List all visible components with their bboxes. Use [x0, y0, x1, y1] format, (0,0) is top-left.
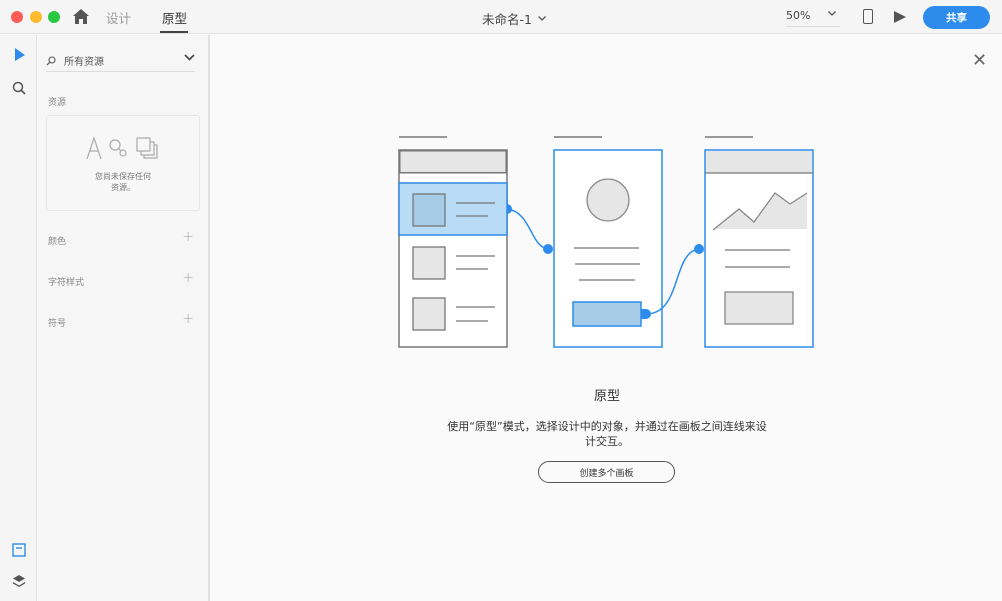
- tab-design[interactable]: 设计: [106, 11, 132, 26]
- empty-assets-message: 您尚未保存任何 资源。: [47, 171, 199, 193]
- chevron-down-icon: [538, 16, 546, 21]
- assets-filter-label: 所有资源: [64, 57, 104, 68]
- device-preview-icon[interactable]: [863, 9, 873, 24]
- asset-types-icon: [86, 136, 158, 160]
- character-styles-section-label: 字符样式: [48, 278, 85, 288]
- home-icon[interactable]: [73, 9, 89, 24]
- document-title: 未命名-1: [482, 12, 532, 27]
- search-icon: [46, 55, 56, 65]
- colors-section-label: 颜色: [48, 237, 67, 247]
- artboard-icon[interactable]: [11, 542, 27, 558]
- zoom-level-value: 50%: [786, 9, 811, 22]
- window-minimize-button[interactable]: [30, 11, 42, 23]
- share-button[interactable]: 共享: [923, 6, 990, 29]
- prototype-description: 使用“原型”模式，选择设计中的对象，并通过在画板之间连线来设计交互。: [447, 420, 767, 448]
- assets-section-label: 资源: [48, 98, 67, 108]
- chevron-down-icon: [828, 11, 836, 16]
- symbols-section-label: 符号: [48, 319, 67, 329]
- add-character-style-plus-icon[interactable]: +: [182, 270, 194, 286]
- document-title-dropdown[interactable]: 未命名-1: [482, 9, 546, 28]
- prototype-canvas: ✕ 原型 使用“原型”模式，选择设计: [212, 35, 1002, 601]
- title-bar: 设计 原型 未命名-1 50% 共享: [0, 0, 1002, 34]
- zoom-search-icon[interactable]: [11, 80, 27, 96]
- create-artboards-button[interactable]: 创建多个画板: [538, 461, 675, 483]
- zoom-level-select[interactable]: 50%: [786, 9, 840, 27]
- window-maximize-button[interactable]: [48, 11, 60, 23]
- assets-panel: 所有资源 资源 您尚未保存任何 资源。 颜色 + 字符样式 + 符号 +: [38, 35, 210, 601]
- tool-bar: [0, 35, 37, 601]
- add-color-plus-icon[interactable]: +: [182, 229, 194, 245]
- add-symbol-plus-icon[interactable]: +: [182, 311, 194, 327]
- empty-message-line1: 您尚未保存任何: [95, 172, 151, 181]
- prototype-illustration: [398, 136, 814, 348]
- tab-prototype[interactable]: 原型: [162, 11, 188, 26]
- play-preview-icon[interactable]: [894, 11, 906, 23]
- close-icon[interactable]: ✕: [972, 50, 988, 71]
- prototype-headline: 原型: [593, 389, 620, 404]
- empty-message-line2: 资源。: [111, 183, 135, 192]
- assets-filter-dropdown[interactable]: 所有资源: [46, 50, 195, 72]
- active-tab-indicator: [160, 31, 188, 33]
- empty-assets-placeholder: 您尚未保存任何 资源。: [46, 115, 200, 211]
- window-close-button[interactable]: [11, 11, 23, 23]
- layers-icon[interactable]: [11, 573, 27, 589]
- select-arrow-icon[interactable]: [11, 47, 27, 63]
- chevron-down-icon: [184, 54, 195, 61]
